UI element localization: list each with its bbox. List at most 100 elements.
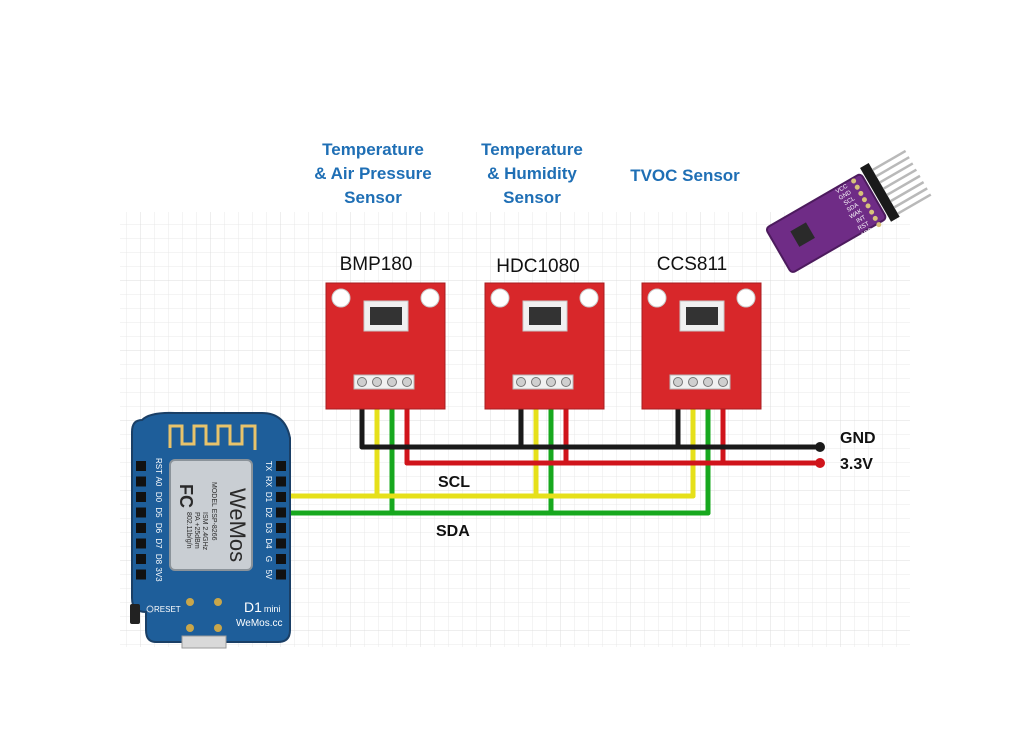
solder-pad	[214, 624, 222, 632]
breakout-pin	[890, 181, 925, 203]
module-pin	[561, 377, 571, 387]
board-pin-label: D7	[154, 538, 163, 549]
board-pin-label: D5	[154, 507, 163, 518]
heading-line: Temperature	[322, 140, 424, 159]
module-pin	[718, 377, 728, 387]
shield-line-1: MODEL ESP-8266	[210, 482, 217, 541]
module-pin	[531, 377, 541, 387]
board-pin	[276, 569, 286, 580]
mount-hole	[331, 288, 351, 308]
board-pin	[136, 523, 146, 533]
shield-line-3: PA +25dBm	[193, 512, 200, 549]
sensor-module-ccs811	[641, 282, 762, 410]
board-pin	[276, 461, 286, 471]
board-pin	[136, 538, 146, 549]
board-pin	[276, 507, 286, 518]
breakout-pin	[872, 149, 907, 172]
board-pin-label: RST	[154, 458, 163, 474]
board-pin-label: D0	[154, 492, 163, 503]
board-pin-label: G	[264, 556, 273, 562]
board-pin	[276, 538, 286, 549]
breakout-pin-label: WAK	[849, 209, 864, 221]
shield-brand: WeMos	[225, 488, 250, 562]
solder-pad	[214, 598, 222, 606]
module-pin	[387, 377, 397, 387]
sensor-model-bmp180: BMP180	[339, 254, 413, 275]
heading-line: TVOC Sensor	[630, 166, 740, 185]
board-pin	[276, 523, 286, 533]
heading-line: & Air Pressure	[314, 164, 432, 183]
sensor-heading-bmp180: Temperature & Air Pressure Sensor	[300, 138, 446, 210]
antenna-trace	[168, 424, 257, 450]
breakout-pin-label: INT	[856, 215, 868, 225]
breakout-pad	[851, 178, 857, 184]
breakout-pad	[869, 209, 875, 215]
solder-pad	[186, 598, 194, 606]
breakout-pin	[875, 156, 910, 178]
breakout-pin-header	[860, 163, 900, 222]
board-pin-label: 3V3	[154, 567, 163, 582]
breakout-pin	[882, 168, 918, 190]
module-pin-header	[353, 374, 415, 390]
board-pin-label: TX	[264, 461, 273, 472]
mount-hole	[736, 288, 756, 308]
sensor-model-ccs811: CCS811	[656, 254, 728, 275]
sensor-chip	[529, 307, 561, 325]
board-pin	[136, 461, 146, 471]
breakout-pins	[851, 149, 932, 228]
breakout-pad	[872, 215, 878, 221]
gnd-terminal	[815, 442, 825, 452]
breakout-pcb	[766, 173, 887, 273]
breakout-pin	[897, 193, 932, 215]
fc-mark: FC	[176, 484, 196, 508]
heading-line: Sensor	[503, 188, 561, 207]
board-pin-label: D3	[264, 523, 273, 534]
sensor-chip	[370, 307, 402, 325]
board-pin	[136, 554, 146, 564]
breakout-pin-label: ADD	[860, 227, 875, 239]
breakout-pad	[865, 203, 871, 209]
board-pin-label: RX	[264, 476, 273, 488]
breakout-pin	[879, 162, 914, 184]
reset-label: RESET	[154, 605, 181, 614]
module-pin-header	[512, 374, 574, 390]
mount-hole	[146, 605, 154, 613]
board-pin	[136, 569, 146, 580]
sensor-model-hdc1080: HDC1080	[496, 256, 580, 277]
breakout-pin-label: VCC	[835, 183, 850, 195]
mount-hole	[490, 288, 510, 308]
solder-pad	[186, 624, 194, 632]
sensor-module-bmp180	[325, 282, 446, 410]
sensor-heading-ccs811: TVOC Sensor	[615, 164, 755, 188]
board-pin-label: D2	[264, 507, 273, 518]
board-pin	[276, 492, 286, 502]
mount-hole	[647, 288, 667, 308]
breakout-pin-label: SCL	[843, 196, 857, 207]
reset-button	[130, 604, 140, 624]
board-pin-label: D4	[264, 538, 273, 549]
mount-hole	[579, 288, 599, 308]
breakout-chip	[790, 222, 815, 247]
v33-terminal	[815, 458, 825, 468]
breakout-pin	[893, 187, 928, 209]
board-pin-label: D8	[154, 554, 163, 565]
v33-label: 3.3V	[840, 456, 873, 473]
breakout-pad	[854, 184, 860, 190]
module-pin	[516, 377, 526, 387]
module-pin	[546, 377, 556, 387]
esp-shield	[169, 459, 253, 571]
heading-line: Sensor	[344, 188, 402, 207]
board-pin	[136, 492, 146, 502]
module-pin	[673, 377, 683, 387]
board-brand-footer: WeMos.cc	[236, 618, 283, 629]
board-pin-label: D6	[154, 523, 163, 534]
breakout-pad	[861, 197, 867, 203]
board-pin	[276, 554, 286, 564]
board-pin-label: D1	[264, 492, 273, 503]
